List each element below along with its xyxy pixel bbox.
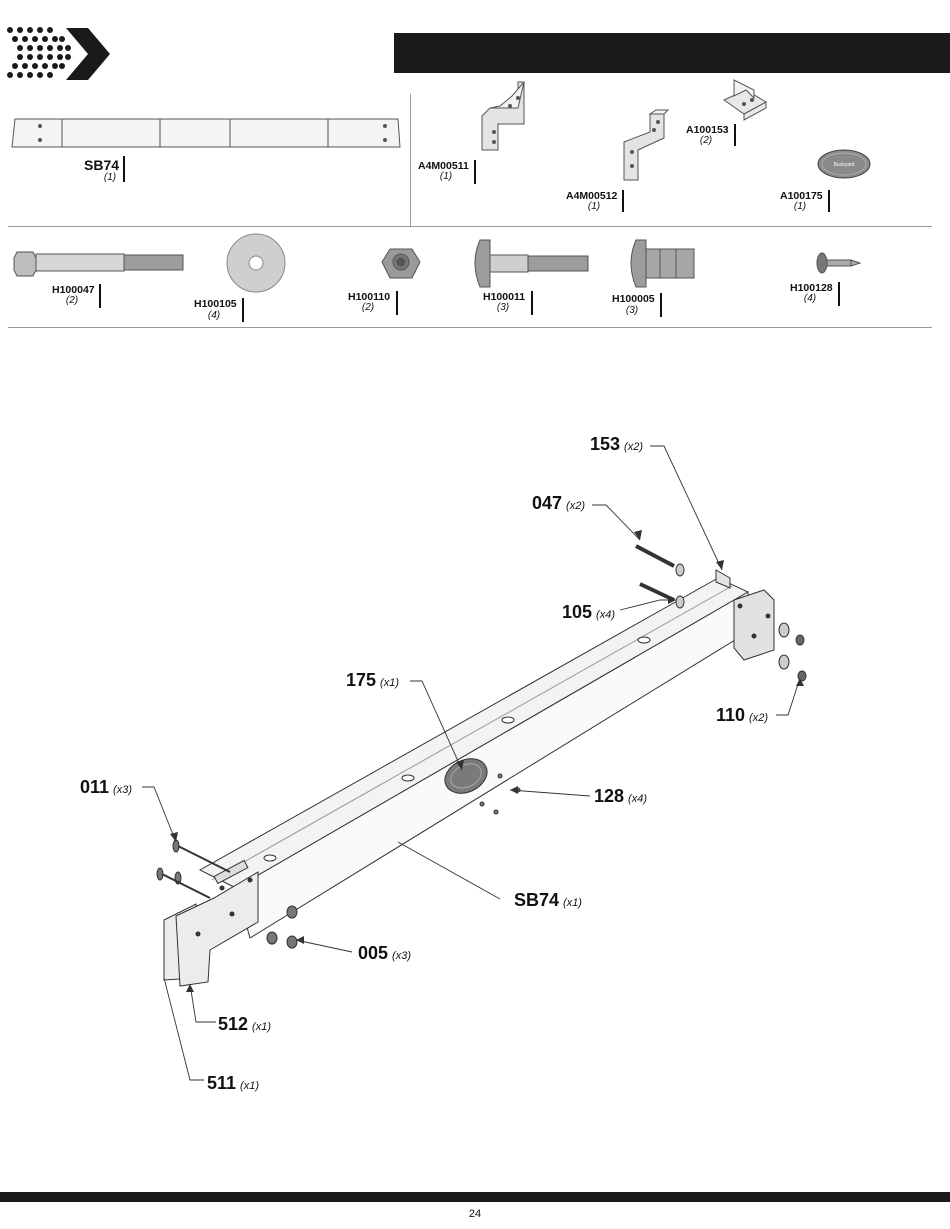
callout-511: 511(x1) bbox=[207, 1073, 259, 1096]
callout-011: 011(x3) bbox=[80, 777, 132, 800]
callout-005: 005(x3) bbox=[358, 943, 411, 966]
callout-sb74: SB74(x1) bbox=[514, 890, 582, 913]
callout-047: 047(x2) bbox=[532, 493, 585, 516]
callout-153: 153(x2) bbox=[590, 434, 643, 457]
bolts-047 bbox=[636, 546, 674, 600]
callout-110: 110(x2) bbox=[716, 705, 768, 728]
page-number: 24 bbox=[0, 1208, 950, 1220]
callout-105: 105(x4) bbox=[562, 602, 615, 625]
callout-175: 175(x1) bbox=[346, 670, 399, 693]
callout-128: 128(x4) bbox=[594, 786, 647, 809]
nuts-110 bbox=[796, 635, 806, 681]
callout-512: 512(x1) bbox=[218, 1014, 271, 1037]
footer-bar bbox=[0, 1192, 950, 1202]
